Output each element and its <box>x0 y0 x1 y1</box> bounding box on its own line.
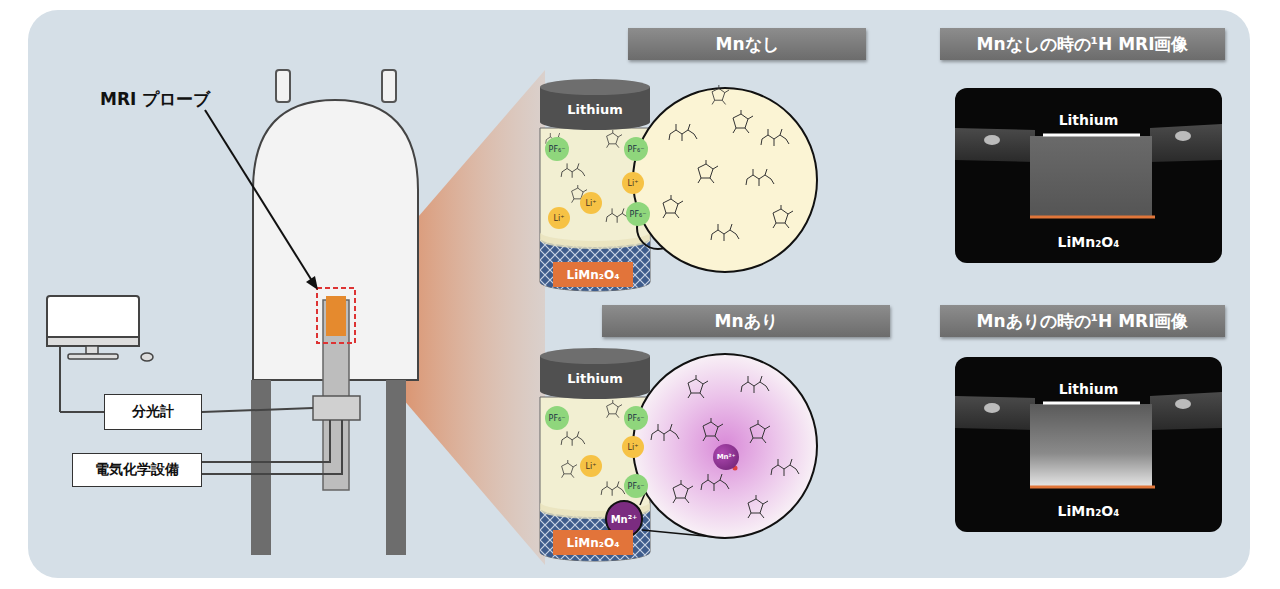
anion-ion: PF₆⁻ <box>624 406 648 430</box>
node-text: PF₆⁻ <box>628 145 645 154</box>
part-label: MRI プローブ <box>100 88 210 111</box>
cathode-label-box: LiMn₂O₄ <box>553 530 633 555</box>
node-text: Lithium <box>567 371 622 386</box>
section-banner: Mnなし <box>628 28 866 60</box>
node-text: PF₆⁻ <box>630 210 647 219</box>
lithium-electrode: Lithium <box>540 78 650 130</box>
anion-ion: PF₆⁻ <box>624 474 648 498</box>
node-text: PF₆⁻ <box>549 145 566 154</box>
section-banner: Mnあり <box>602 305 890 337</box>
anion-ion: PF₆⁻ <box>545 406 569 430</box>
lithium-ion: Li⁺ <box>580 455 602 477</box>
instrument-box: 分光計 <box>104 394 202 430</box>
lithium-ion: Li⁺ <box>580 192 602 214</box>
image-label: LiMn₂O₄ <box>955 503 1222 519</box>
node-text: PF₆⁻ <box>549 414 566 423</box>
node-text: Li⁺ <box>628 179 639 188</box>
anion-ion: PF₆⁻ <box>626 202 650 226</box>
node-text: Lithium <box>567 102 622 117</box>
node-text: Li⁺ <box>586 199 597 208</box>
lithium-ion: Li⁺ <box>548 207 570 229</box>
lithium-ion: Li⁺ <box>622 172 644 194</box>
image-label: Lithium <box>955 112 1222 128</box>
mri-image: LithiumLiMn₂O₄ <box>955 88 1222 263</box>
instrument-box: 電気化学設備 <box>72 453 202 487</box>
node-text: 電気化学設備 <box>95 461 179 479</box>
section-banner: Mnありの時の¹H MRI画像 <box>940 305 1225 337</box>
node-text: Li⁺ <box>628 443 639 452</box>
node-text: PF₆⁻ <box>628 482 645 491</box>
node-text: 分光計 <box>132 403 174 421</box>
node-text: Li⁺ <box>586 462 597 471</box>
node-text: Mnなし <box>715 33 778 56</box>
node-text: LiMn₂O₄ <box>567 536 620 550</box>
node-text: Mn²⁺ <box>717 453 736 461</box>
image-label: Lithium <box>955 381 1222 397</box>
node-text: Mn²⁺ <box>611 514 638 525</box>
lithium-ion: Li⁺ <box>622 436 644 458</box>
section-banner: Mnなしの時の¹H MRI画像 <box>940 28 1225 60</box>
node-text: Li⁺ <box>554 214 565 223</box>
mri-image: LithiumLiMn₂O₄ <box>955 357 1222 532</box>
anion-ion: PF₆⁻ <box>624 137 648 161</box>
manganese-ion: Mn²⁺ <box>713 444 739 470</box>
node-text: Mnなしの時の¹H MRI画像 <box>977 33 1189 56</box>
anion-ion: PF₆⁻ <box>545 137 569 161</box>
lithium-electrode: Lithium <box>540 347 650 399</box>
node-text: Mnあり <box>714 310 777 333</box>
image-label: LiMn₂O₄ <box>955 234 1222 250</box>
cathode-label-box: LiMn₂O₄ <box>553 262 633 287</box>
node-text: PF₆⁻ <box>628 414 645 423</box>
node-text: Mnありの時の¹H MRI画像 <box>977 310 1189 333</box>
node-text: LiMn₂O₄ <box>567 268 620 282</box>
